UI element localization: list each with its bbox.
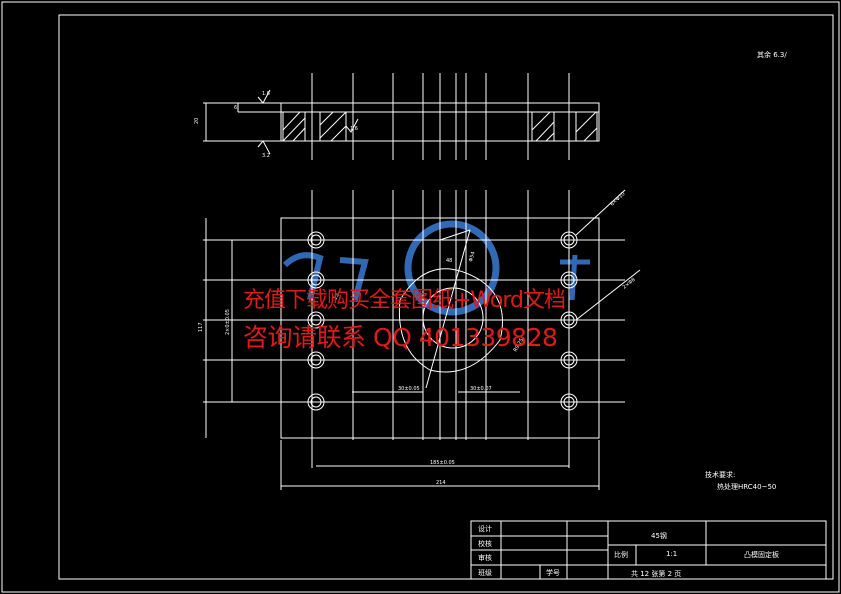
title-block-grid xyxy=(470,520,827,580)
tech-requirements-line1: 热处理HRC40~50 xyxy=(717,483,777,491)
tb-label-student-no: 学号 xyxy=(546,569,560,577)
dim-height-left: 20 xyxy=(194,118,200,124)
watermark-line-1: 充值下载购买全套图纸+Word文档 xyxy=(243,288,566,313)
watermark-logo xyxy=(282,220,590,316)
tech-requirements-title: 技术要求: xyxy=(705,471,736,479)
roughness-top: 1.6 xyxy=(262,91,270,97)
tb-material: 45钢 xyxy=(651,532,667,540)
tb-sheet-info: 共 12 张第 2 页 xyxy=(631,570,682,578)
tb-label-class: 班级 xyxy=(478,569,492,577)
dim-overall-height: 117 xyxy=(198,322,204,332)
hole-callout-1: 6×Φ10 xyxy=(609,191,626,207)
hole-callout-2: 2×Φ8 xyxy=(622,277,637,291)
dim-bore-dia: Φ54 xyxy=(468,251,476,263)
roughness-slot: 1.6 xyxy=(350,126,358,132)
dim-hole-pitch-height: 2×0±0.05 xyxy=(225,309,231,335)
dim-thickness-small: 6 xyxy=(234,105,237,111)
watermark-line-2: 咨询请联系 QQ 401339828 xyxy=(243,323,558,352)
tb-scale-value: 1:1 xyxy=(666,550,678,558)
section-view xyxy=(203,73,600,160)
dim-overall-width: 214 xyxy=(436,480,446,486)
tb-label-check: 校核 xyxy=(478,540,492,548)
inner-border xyxy=(58,14,834,580)
roughness-note: 其余 6.3/ xyxy=(757,51,787,59)
tb-scale-label: 比例 xyxy=(614,551,628,559)
dim-small: 48 xyxy=(446,258,452,264)
dim-slot-left: 30±0.05 xyxy=(398,386,420,392)
dim-slot-right: 30±0.07 xyxy=(470,386,492,392)
tb-part-name: 凸模固定板 xyxy=(744,551,779,559)
tb-label-review: 审核 xyxy=(478,554,492,562)
tb-label-design: 设计 xyxy=(478,525,492,533)
dim-side-mark: 12 xyxy=(333,292,341,301)
dim-inner-span: 185±0.05 xyxy=(430,460,455,466)
roughness-bottom: 3.2 xyxy=(262,153,270,159)
plan-view xyxy=(203,189,641,490)
